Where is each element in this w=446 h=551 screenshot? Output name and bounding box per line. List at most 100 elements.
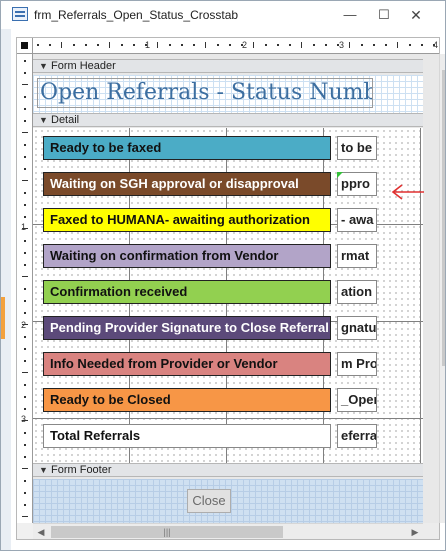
ruler-tick [24, 492, 26, 494]
background-app-strip [1, 29, 11, 550]
scroll-up-icon[interactable]: ▲ [440, 54, 445, 70]
ruler-number: 2 [242, 40, 248, 50]
horizontal-ruler[interactable]: 1 2 3 4 [33, 38, 439, 54]
ruler-tick [24, 336, 26, 338]
status-count-field[interactable]: _Oper [337, 388, 377, 412]
ruler-tick [289, 44, 291, 46]
ruler-tick [37, 44, 39, 46]
close-window-button[interactable]: ✕ [410, 7, 422, 23]
ruler-tick [121, 44, 123, 46]
scrollbar-corner [423, 523, 439, 539]
ruler-tick [24, 384, 26, 386]
status-label[interactable]: Confirmation received [43, 280, 331, 304]
ruler-tick [24, 360, 26, 362]
vertical-scroll-thumb[interactable]: ≡ [442, 70, 445, 366]
ruler-tick [22, 132, 28, 133]
ruler-tick [22, 324, 28, 325]
horizontal-scrollbar[interactable]: ◀ ||| ▶ [33, 523, 423, 539]
status-count-field[interactable]: ation [337, 280, 377, 304]
ruler-tick [22, 468, 28, 469]
section-label: Form Header [51, 60, 116, 72]
ruler-number: 1 [21, 222, 27, 232]
ruler-tick [24, 96, 26, 98]
form-footer-section: Close [33, 479, 423, 523]
ruler-tick [193, 44, 195, 46]
ruler-number: 3 [21, 414, 27, 424]
ruler-tick [97, 44, 99, 46]
form-selector[interactable] [17, 38, 33, 54]
ruler-tick [22, 228, 28, 229]
ruler-tick [145, 44, 147, 46]
maximize-button[interactable]: ☐ [378, 7, 390, 22]
section-bar-footer[interactable]: ▼Form Footer [33, 463, 423, 477]
status-label[interactable]: Info Needed from Provider or Vendor [43, 352, 331, 376]
ruler-tick [73, 44, 75, 46]
ruler-tick [373, 44, 375, 46]
ruler-tick [24, 312, 26, 314]
ruler-tick [409, 44, 411, 46]
ruler-tick [24, 288, 26, 290]
ruler-tick [205, 42, 206, 48]
ruler-tick [24, 240, 26, 242]
status-count-field[interactable]: rmat [337, 244, 377, 268]
ruler-number: 1 [145, 40, 151, 50]
ruler-tick [22, 180, 28, 181]
vertical-ruler[interactable]: 1 2 3 [17, 54, 33, 523]
ruler-tick [24, 216, 26, 218]
ruler-tick [22, 420, 28, 421]
status-count-field[interactable]: to be [337, 136, 377, 160]
status-count-field[interactable]: gnatu [337, 316, 377, 340]
ruler-tick [24, 432, 26, 434]
scroll-right-icon[interactable]: ▶ [411, 527, 419, 537]
title-bar[interactable]: frm_Referrals_Open_Status_Crosstab — ☐ ✕ [1, 1, 445, 29]
status-label[interactable]: Waiting on SGH approval or disapproval [43, 172, 331, 196]
ruler-tick [301, 42, 302, 48]
section-label: Detail [51, 114, 80, 126]
ruler-tick [24, 252, 26, 254]
status-label[interactable]: Faxed to HUMANA- awaiting authorization [43, 208, 331, 232]
status-label[interactable]: Pending Provider Signature to Close Refe… [43, 316, 331, 340]
ruler-tick [217, 44, 219, 46]
ruler-tick [24, 72, 26, 74]
section-bar-detail[interactable]: ▼Detail [33, 113, 423, 127]
ruler-tick [133, 44, 135, 46]
ruler-tick [24, 264, 26, 266]
ruler-number: 2 [21, 320, 27, 330]
ruler-tick [24, 480, 26, 482]
ruler-tick [313, 44, 315, 46]
ruler-tick [109, 42, 110, 48]
page-title[interactable]: Open Referrals - Status Numbers [37, 78, 373, 108]
ruler-tick [24, 192, 26, 194]
ruler-tick [22, 84, 28, 85]
ruler-tick [24, 168, 26, 170]
scroll-left-icon[interactable]: ◀ [37, 527, 45, 537]
error-indicator-icon [337, 172, 343, 178]
status-count-field[interactable]: - awa [337, 208, 377, 232]
close-button[interactable]: Close [187, 489, 231, 513]
status-count-field[interactable]: eferra [337, 424, 377, 448]
ruler-tick [24, 348, 26, 350]
ruler-tick [61, 42, 62, 48]
section-bar-header[interactable]: ▼Form Header [33, 59, 423, 73]
window-title: frm_Referrals_Open_Status_Crosstab [34, 8, 239, 22]
status-count-field[interactable]: m Pro [337, 352, 377, 376]
status-label[interactable]: Total Referrals [43, 424, 331, 448]
ruler-tick [325, 44, 327, 46]
scroll-down-icon[interactable]: ▼ [440, 507, 445, 523]
status-label[interactable]: Ready to be faxed [43, 136, 331, 160]
minimize-button[interactable]: — [343, 7, 357, 22]
ruler-tick [24, 408, 26, 410]
ruler-tick [337, 44, 339, 46]
status-label[interactable]: Ready to be Closed [43, 388, 331, 412]
ruler-tick [24, 456, 26, 458]
ruler-tick [385, 44, 387, 46]
section-label: Form Footer [51, 464, 112, 476]
status-count-field[interactable]: ppro [337, 172, 377, 196]
horizontal-scroll-thumb[interactable]: ||| [51, 526, 283, 538]
ruler-tick [24, 396, 26, 398]
status-label[interactable]: Waiting on confirmation from Vendor [43, 244, 331, 268]
ruler-tick [24, 120, 26, 122]
ruler-tick [24, 444, 26, 446]
ruler-tick [181, 44, 183, 46]
vertical-scrollbar[interactable]: ▲ ≡ ▼ [439, 54, 445, 523]
